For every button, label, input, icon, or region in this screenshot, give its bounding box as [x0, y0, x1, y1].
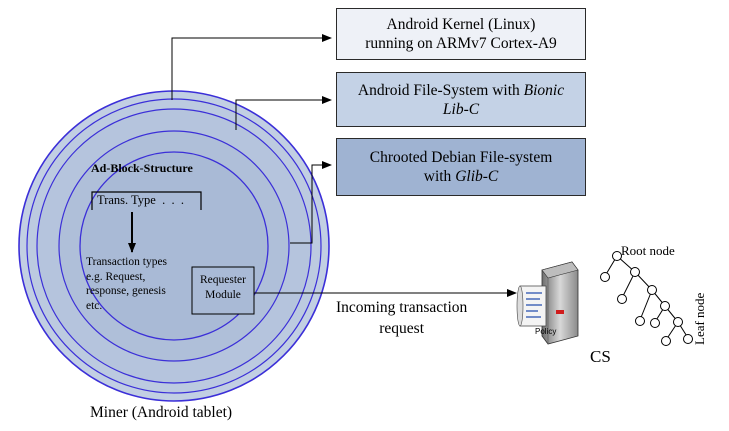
transaction-types-text: Transaction types e.g. Request, response…	[86, 256, 168, 312]
server-icon	[541, 261, 579, 345]
debian-line2: with Glib-C	[423, 168, 499, 185]
miner-disk	[18, 90, 330, 402]
ad-block-title: Ad-Block-Structure	[91, 161, 193, 175]
miner-caption: Miner (Android tablet)	[90, 404, 233, 421]
connector-filesystem	[235, 96, 332, 130]
root-node-label: Root node	[621, 243, 675, 258]
connector-debian	[290, 161, 332, 244]
requester-module-box	[191, 266, 255, 315]
tree-icon	[600, 251, 693, 346]
connector-kernel	[171, 34, 332, 100]
debian-line1: Chrooted Debian File-system	[369, 149, 553, 166]
trans-type-bracket	[91, 191, 202, 210]
requester-module-label: Requester Module	[200, 274, 246, 301]
kernel-box: Android Kernel (Linux) running on ARMv7 …	[336, 8, 586, 60]
policy-scroll-icon	[516, 285, 547, 327]
kernel-line2: running on ARMv7 Cortex-A9	[365, 35, 557, 52]
filesystem-box: Android File-System with Bionic Lib-C	[336, 72, 586, 127]
cs-label: CS	[590, 347, 611, 366]
kernel-line1: Android Kernel (Linux)	[386, 16, 536, 33]
debian-box: Chrooted Debian File-system with Glib-C	[336, 138, 586, 196]
filesystem-line1: Android File-System with Bionic	[357, 81, 565, 99]
incoming-request-label: Incoming transaction request	[336, 299, 468, 337]
filesystem-line2: Lib-C	[442, 100, 480, 118]
policy-label: Policy	[535, 327, 557, 336]
leaf-node-label: Leaf node	[692, 292, 707, 345]
trans-type-label: Trans. Type . . .	[97, 193, 184, 207]
